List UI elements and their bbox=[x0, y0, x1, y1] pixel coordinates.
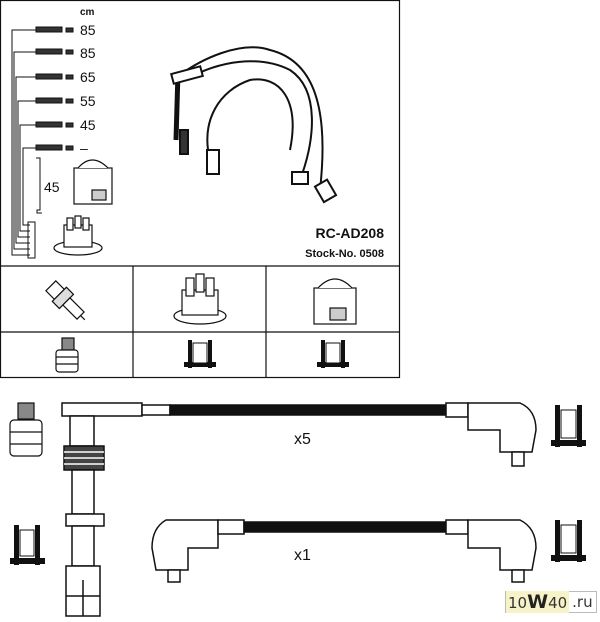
cable-length: 45 bbox=[80, 117, 96, 133]
ignition-coil-icon bbox=[73, 159, 113, 205]
product-title: RC-AD208 bbox=[316, 225, 385, 241]
quantity-label: x5 bbox=[294, 431, 311, 448]
watermark-logo: 10W40 .ru bbox=[505, 591, 597, 613]
cable-length: – bbox=[80, 140, 88, 156]
plug-boot-icon bbox=[9, 402, 43, 457]
cable-set-illustration bbox=[169, 46, 338, 204]
terminal-connector-icon bbox=[184, 340, 216, 368]
straight-plug-connector bbox=[61, 402, 171, 617]
cable-length: 85 bbox=[80, 22, 96, 38]
parts-panel bbox=[0, 0, 401, 379]
distributor-cap-icon bbox=[53, 215, 103, 256]
watermark-main: 10W40 bbox=[506, 591, 570, 613]
cable-legend bbox=[11, 26, 74, 259]
watermark-text: 10 bbox=[508, 594, 528, 612]
distributor-cap-icon bbox=[173, 273, 227, 325]
coil-lead-length: 45 bbox=[44, 179, 60, 195]
ignition-coil-icon bbox=[313, 278, 357, 325]
terminal-connector-icon bbox=[10, 525, 45, 565]
terminal-connector-icon bbox=[551, 405, 586, 447]
spark-plug-icon bbox=[45, 280, 86, 321]
cable-assembly-x1 bbox=[151, 519, 537, 583]
unit-label: cm bbox=[80, 7, 95, 18]
terminal-connector-icon bbox=[551, 520, 586, 562]
watermark-domain: .ru bbox=[569, 593, 596, 611]
plug-boot-icon bbox=[55, 337, 79, 373]
watermark-text: 40 bbox=[548, 594, 568, 612]
terminal-connector-icon bbox=[317, 340, 349, 368]
cable-assembly-x5 bbox=[169, 402, 537, 467]
quantity-label: x1 bbox=[294, 547, 311, 564]
cable-lengths: 85 85 65 55 45 – 45 bbox=[44, 22, 96, 195]
watermark-text: W bbox=[527, 591, 549, 613]
stock-number: Stock-No. 0508 bbox=[305, 248, 384, 260]
cable-length: 55 bbox=[80, 93, 96, 109]
cable-length: 85 bbox=[80, 45, 96, 61]
cable-length: 65 bbox=[80, 69, 96, 85]
